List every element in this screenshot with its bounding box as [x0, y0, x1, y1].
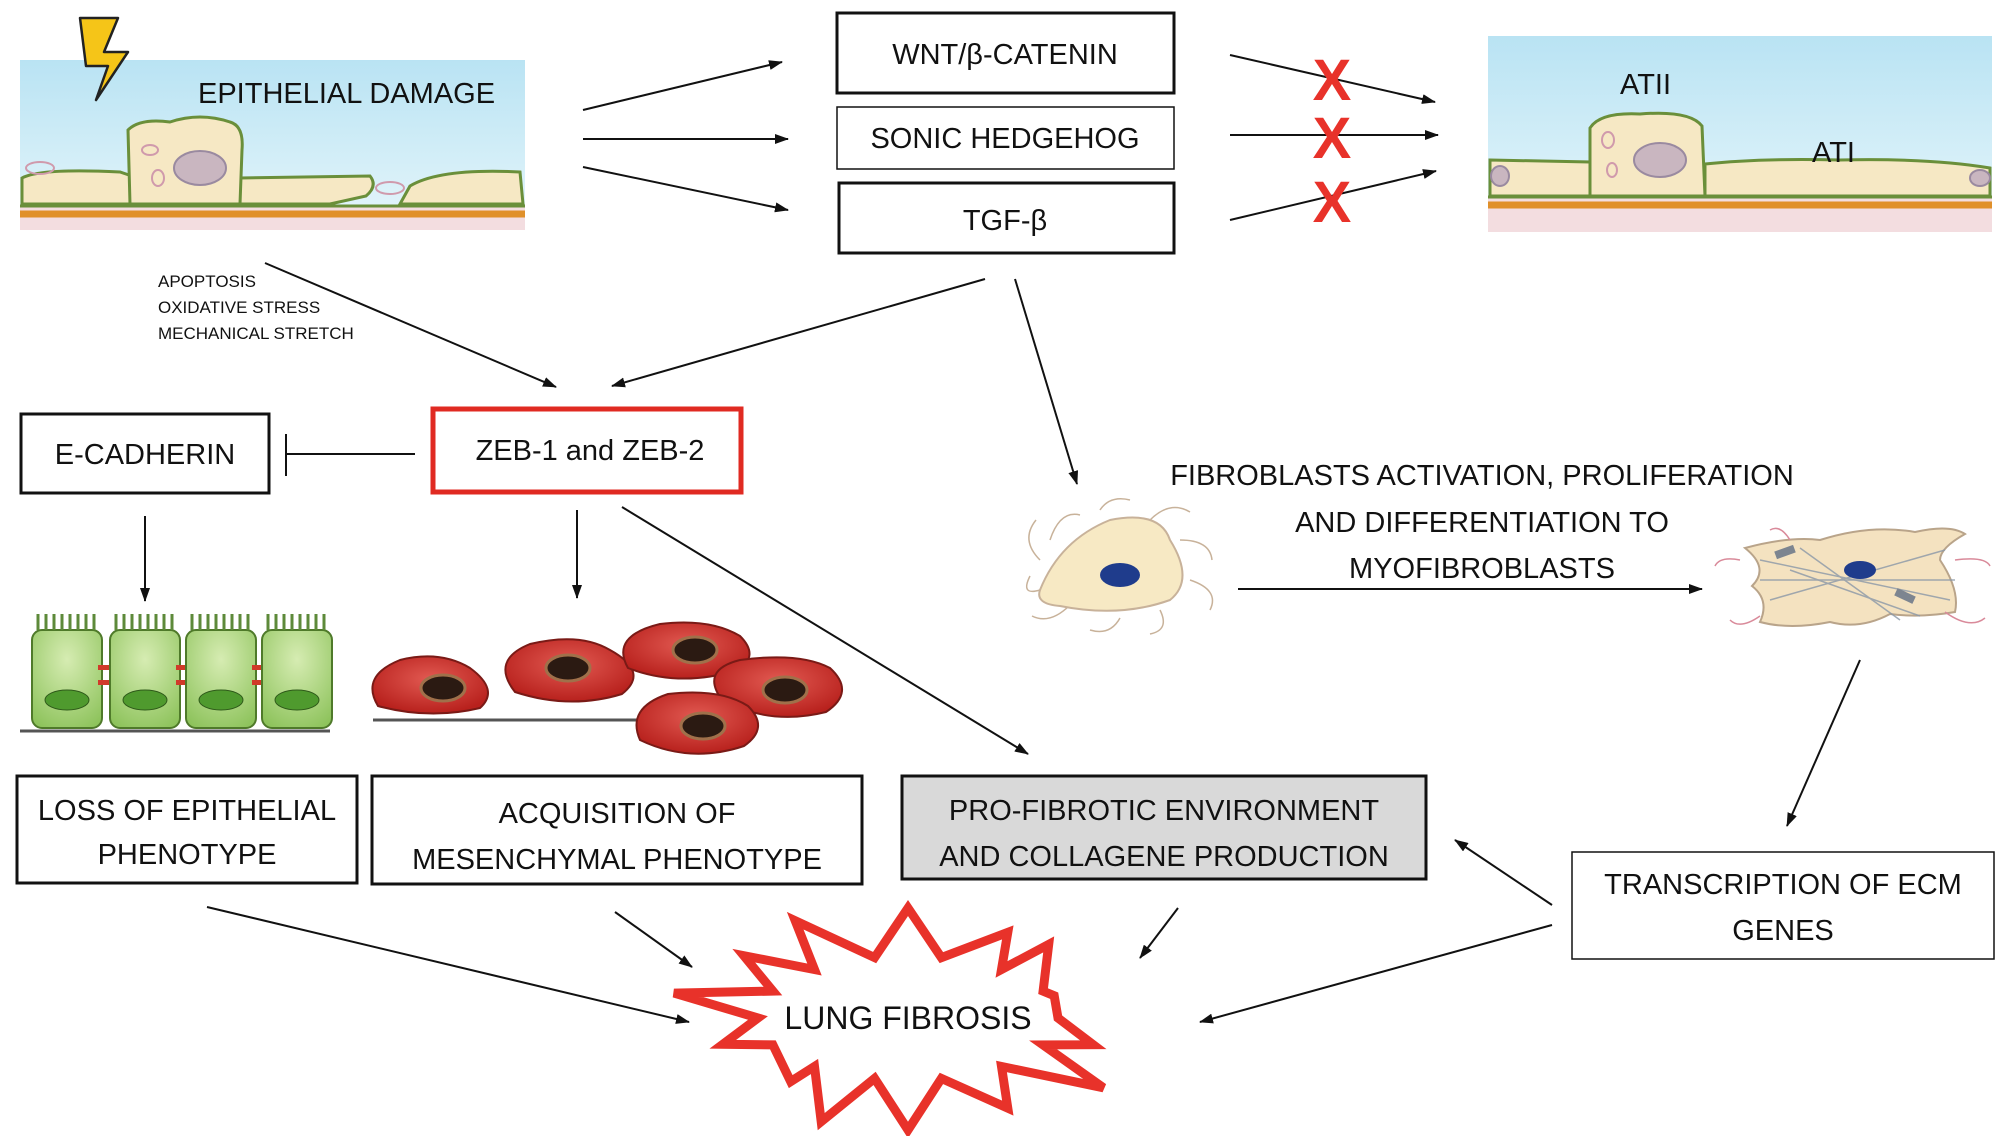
block-mark-tgf: X: [1313, 170, 1352, 235]
lightning-icon: [78, 16, 130, 102]
cell-junction: [176, 665, 192, 670]
tgf-box: TGF-β: [837, 181, 1176, 255]
fibro-line-2: AND DIFFERENTIATION TO: [1295, 507, 1669, 539]
mesenchymal-cells-illustration: [371, 621, 843, 755]
cell-junction: [98, 665, 114, 670]
block-mark-shh: X: [1313, 106, 1352, 171]
epithelial-cell: [261, 629, 333, 729]
pro-fibrotic-box: PRO-FIBROTIC ENVIRONMENT AND COLLAGENE P…: [900, 774, 1428, 881]
epithelial-damage-illustration: EPITHELIAL DAMAGE: [20, 16, 525, 230]
epithelial-cell: [31, 629, 103, 729]
epithelial-damage-label: EPITHELIAL DAMAGE: [198, 78, 495, 110]
epithelial-cells-illustration: [20, 614, 333, 733]
blocked-marks: X X X: [1313, 48, 1352, 235]
top-arrows: [582, 54, 1439, 221]
acq-line-1: ACQUISITION OF: [499, 798, 736, 830]
wnt-label: WNT/β-CATENIN: [892, 39, 1118, 71]
acq-line-2: MESENCHYMAL PHENOTYPE: [412, 844, 822, 876]
epithelial-cell: [185, 629, 257, 729]
stress-factors: APOPTOSIS OXIDATIVE STRESS MECHANICAL ST…: [158, 272, 354, 343]
ecm-line-1: TRANSCRIPTION OF ECM: [1604, 869, 1962, 901]
shh-box: SONIC HEDGEHOG: [836, 106, 1175, 170]
loss-epithelial-box: LOSS OF EPITHELIAL PHENOTYPE: [15, 774, 359, 885]
epithelial-nucleus: [198, 689, 244, 711]
cell-junction: [176, 680, 192, 685]
ecm-line-2: GENES: [1732, 915, 1834, 947]
loss-line-1: LOSS OF EPITHELIAL: [38, 795, 336, 827]
block-mark-wnt: X: [1313, 48, 1352, 113]
healthy-epithelium-illustration: ATII ATI: [1488, 36, 1992, 232]
ati-label: ATI: [1812, 137, 1855, 169]
cell-junction: [98, 680, 114, 685]
acquisition-mesenchymal-box: ACQUISITION OF MESENCHYMAL PHENOTYPE: [370, 774, 864, 886]
fibroblast-activation-text: FIBROBLASTS ACTIVATION, PROLIFERATION AN…: [1170, 460, 1794, 585]
pro-line-1: PRO-FIBROTIC ENVIRONMENT: [949, 795, 1379, 827]
zeb-label: ZEB-1 and ZEB-2: [476, 435, 705, 467]
lung-fibrosis-burst: LUNG FIBROSIS: [672, 899, 1107, 1139]
atii-label: ATII: [1620, 69, 1671, 101]
tgf-label: TGF-β: [963, 205, 1047, 237]
zeb-box: ZEB-1 and ZEB-2: [430, 406, 744, 495]
ecm-genes-box: TRANSCRIPTION OF ECM GENES: [1571, 851, 1995, 960]
epithelial-nucleus: [122, 689, 168, 711]
stress-oxidative: OXIDATIVE STRESS: [158, 298, 320, 317]
loss-line-2: PHENOTYPE: [98, 839, 277, 871]
stress-mechanical: MECHANICAL STRETCH: [158, 324, 354, 343]
epithelial-cell: [109, 629, 181, 729]
myofibroblast-illustration: [1714, 527, 1991, 627]
epithelial-nucleus: [274, 689, 320, 711]
fibro-line-1: FIBROBLASTS ACTIVATION, PROLIFERATION: [1170, 460, 1794, 492]
fibro-line-3: MYOFIBROBLASTS: [1349, 553, 1615, 585]
cell-junction: [252, 665, 268, 670]
stress-apoptosis: APOPTOSIS: [158, 272, 256, 291]
cell-junction: [252, 680, 268, 685]
epithelial-nucleus: [44, 689, 90, 711]
wnt-box: WNT/β-CATENIN: [835, 11, 1176, 95]
ecadherin-box: E-CADHERIN: [19, 412, 271, 495]
fibroblast-illustration: [1025, 498, 1214, 635]
ecadherin-label: E-CADHERIN: [55, 439, 235, 471]
shh-label: SONIC HEDGEHOG: [870, 123, 1139, 155]
lung-fibrosis-label: LUNG FIBROSIS: [784, 1000, 1031, 1036]
pro-line-2: AND COLLAGENE PRODUCTION: [939, 841, 1389, 873]
